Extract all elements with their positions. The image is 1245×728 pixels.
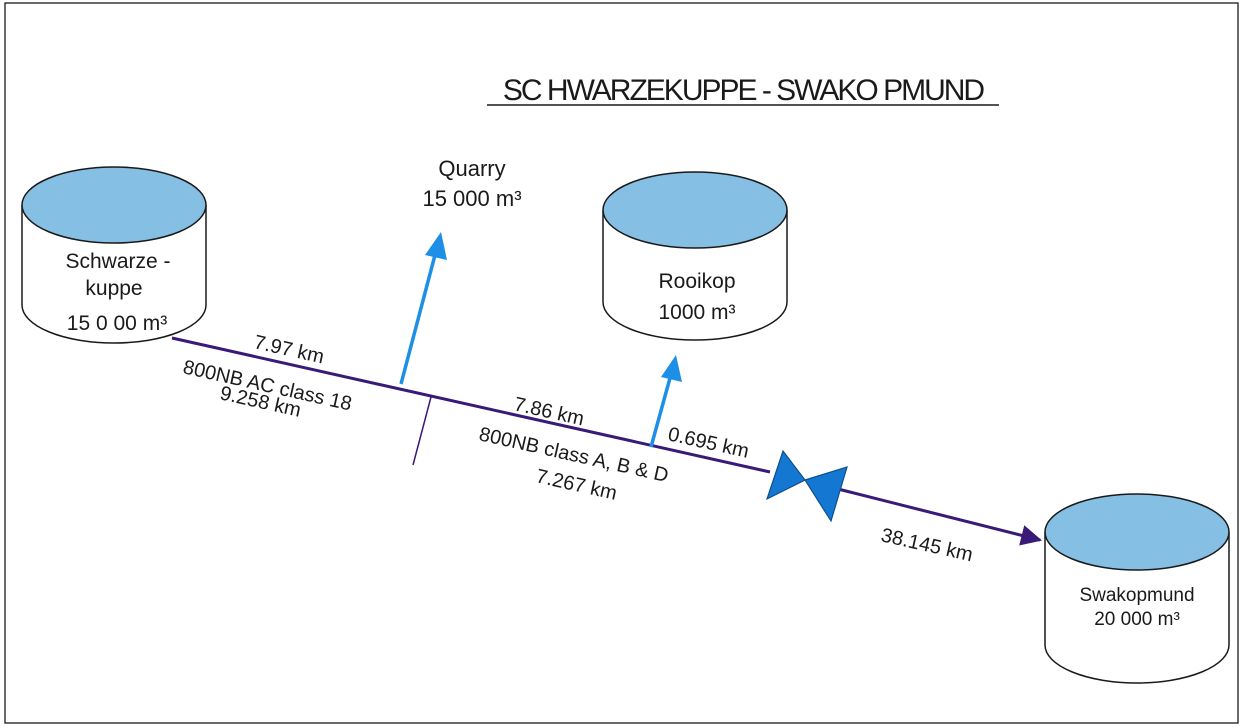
tank-volume: 20 000 m³ bbox=[1094, 609, 1180, 630]
pipeline-chainage-marker bbox=[412, 396, 432, 466]
pipeline-to-swakopmund bbox=[837, 487, 1043, 546]
tank-body bbox=[1044, 532, 1230, 684]
seg4-distance: 38.145 km bbox=[879, 524, 975, 566]
arrowhead-icon bbox=[661, 355, 682, 382]
pipeline-main bbox=[171, 336, 771, 474]
branch-arrow-quarry bbox=[399, 232, 447, 385]
tank-label: Swakopmund bbox=[1079, 585, 1194, 606]
diagram-title: SC HWARZEKUPPE - SWAKO PMUND bbox=[503, 74, 984, 107]
tank-label-line2: kuppe bbox=[85, 277, 142, 300]
seg2-distance: 7.86 km bbox=[512, 393, 586, 430]
tank-body bbox=[21, 205, 207, 344]
tank-label: Rooikop bbox=[658, 270, 735, 293]
quarry-volume: 15 000 m³ bbox=[422, 186, 521, 211]
tank-schwarzekuppe: Schwarze - kuppe 15 0 00 m³ bbox=[21, 166, 207, 344]
diagram-frame bbox=[4, 2, 1239, 724]
tank-rooikop: Rooikop 1000 m³ bbox=[602, 171, 788, 341]
tank-top bbox=[21, 166, 207, 244]
tank-top bbox=[1044, 493, 1230, 571]
branch-arrow-rooikop bbox=[649, 355, 682, 448]
valve-icon bbox=[765, 449, 848, 523]
tank-label-line1: Schwarze - bbox=[65, 250, 170, 273]
arrowhead-icon bbox=[425, 232, 447, 260]
tank-volume: 1000 m³ bbox=[658, 301, 735, 324]
quarry-name: Quarry bbox=[438, 156, 505, 181]
tank-volume: 15 0 00 m³ bbox=[67, 312, 167, 335]
tank-top bbox=[602, 171, 788, 249]
tank-swakopmund: Swakopmund 20 000 m³ bbox=[1044, 493, 1230, 684]
